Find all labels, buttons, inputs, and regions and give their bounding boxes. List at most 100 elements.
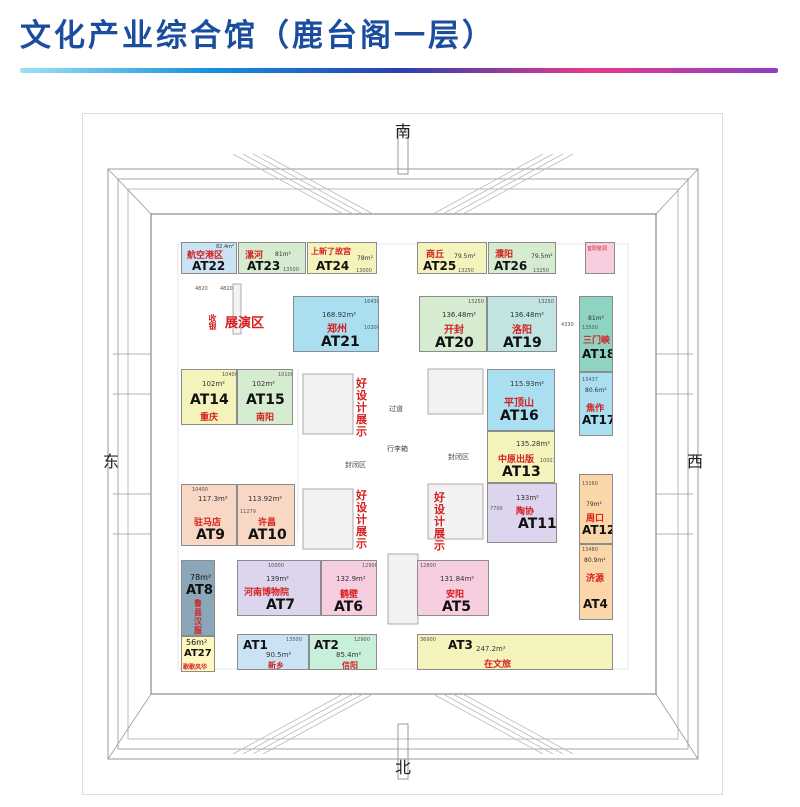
booth-at4-dim-a: 13480 [582, 547, 598, 553]
booth-at27-code: AT27 [184, 648, 212, 659]
booth-at19[interactable]: 136.48m² 洛阳 AT19 13250 [487, 296, 557, 352]
booth-at26-name: 濮阳 [495, 250, 514, 260]
booth-at26-area: 79.5m² [531, 253, 553, 260]
plan-outline [107, 128, 699, 780]
booth-at19-name: 洛阳 [512, 325, 532, 336]
booth-at3[interactable]: AT3 247.2m² 在文旅 36900 [417, 634, 613, 670]
booth-at25-name: 商丘 [426, 250, 445, 260]
booth-at11-code: AT11 [518, 516, 557, 532]
top-right-tag-booth[interactable]: 宜阳窑洞 [585, 242, 615, 274]
booth-at16-area: 115.93m² [510, 380, 545, 388]
booth-at13-code: AT13 [502, 464, 541, 480]
booth-at23-area: 81m² [275, 251, 291, 258]
booth-at11[interactable]: 133m² 陶协 AT11 7700 [487, 483, 557, 543]
booth-at13-name: 中原出版 [498, 455, 535, 465]
booth-at18[interactable]: 81m² 三门峡 AT18 13500 [579, 296, 613, 372]
cashier-label: 收银 [208, 314, 217, 330]
booth-at7[interactable]: 139m² 河南博物院 AT7 10000 [237, 560, 321, 616]
booth-at27[interactable]: 56m² AT27 歌歌风华 [181, 636, 215, 672]
booth-at24-code: AT24 [316, 259, 350, 273]
booth-at17-area: 80.6m² [585, 387, 607, 394]
booth-at7-dim-a: 10000 [268, 563, 284, 569]
booth-at9[interactable]: 117.3m² 驻马店 AT9 10400 [181, 484, 237, 546]
booth-at25-code: AT25 [423, 259, 457, 273]
booth-at8[interactable]: 78m² AT8 鲁县汉服馆 [181, 560, 215, 636]
booth-at26[interactable]: 濮阳 AT26 79.5m² 13250 [488, 242, 556, 274]
booth-at14-dim-a: 10400 [222, 372, 237, 378]
booth-at15-area: 102m² [252, 380, 275, 388]
booth-at4[interactable]: 80.9m² 济源 AT4 13480 [579, 544, 613, 620]
booth-at2-area: 85.4m² [336, 651, 362, 659]
booth-at18-area: 81m² [588, 315, 604, 322]
stage-dim-1: 4820 [195, 286, 208, 292]
title-underline [20, 68, 778, 73]
booth-at20-code: AT20 [435, 335, 474, 351]
compass-east: 东 [103, 452, 120, 471]
center-label: 行李箱 [387, 445, 408, 453]
booth-at6-name: 鹤壁 [340, 590, 359, 600]
booth-at5[interactable]: 131.84m² 安阳 AT5 12800 [417, 560, 489, 616]
booth-at14[interactable]: 102m² AT14 重庆 10400 [181, 369, 237, 425]
floor-plan: 南 北 东 西 航空港区 AT22 82.4m² 漯河 AT23 81m² 13… [82, 113, 723, 795]
booth-at17-code: AT17 [582, 413, 613, 427]
booth-at2-dim-a: 12900 [354, 637, 370, 643]
booth-at22-name: 航空港区 [187, 251, 224, 261]
booth-at6-dim-a: 12900 [362, 563, 377, 569]
booth-at15[interactable]: 102m² AT15 南阳 10100 [237, 369, 293, 425]
booth-at16[interactable]: 115.93m² 平顶山 AT16 [487, 369, 555, 431]
booth-at5-dim-a: 12800 [420, 563, 436, 569]
booth-at18-dim-a: 13500 [582, 325, 598, 331]
booth-at26-code: AT26 [494, 259, 528, 273]
booth-at20-area: 136.48m² [442, 311, 477, 319]
compass-north: 北 [395, 758, 412, 777]
booth-at21-code: AT21 [321, 334, 360, 350]
booth-at1-name: 新乡 [268, 661, 284, 670]
booth-at22-code: AT22 [192, 259, 226, 273]
booth-at5-code: AT5 [442, 599, 472, 615]
booth-at11-area: 133m² [516, 494, 539, 502]
booth-at9-code: AT9 [196, 527, 226, 543]
corridor-right-label: 封闭区 [448, 453, 469, 461]
booth-at4-area: 80.9m² [584, 557, 606, 564]
booth-at22[interactable]: 航空港区 AT22 82.4m² [181, 242, 237, 274]
booth-at10-area: 113.92m² [248, 495, 283, 503]
booth-at20[interactable]: 136.48m² 开封 AT20 13250 [419, 296, 487, 352]
booth-at27-area: 56m² [186, 638, 208, 647]
booth-at13[interactable]: 135.28m² 中原出版 AT13 10021 [487, 431, 555, 483]
booth-at10[interactable]: 113.92m² 许昌 AT10 11279 [237, 484, 295, 546]
booth-at5-name: 安阳 [446, 590, 465, 600]
booth-at25-area: 79.5m² [454, 253, 476, 260]
booth-at19-dim-a: 13250 [538, 299, 554, 305]
booth-at7-code: AT7 [266, 597, 296, 613]
booth-at12-area: 79m² [586, 501, 602, 508]
booth-at17[interactable]: 80.6m² 焦作 AT17 13437 [579, 372, 613, 436]
booth-at9-area: 117.3m² [198, 495, 228, 503]
booth-at18-code: AT18 [582, 347, 613, 361]
booth-at15-code: AT15 [246, 392, 285, 408]
booth-at6[interactable]: 132.9m² 鹤壁 AT6 12900 [321, 560, 377, 616]
booth-at12[interactable]: 79m² 周口 AT12 13160 [579, 474, 613, 544]
booth-at21-dim-a: 16430 [364, 299, 379, 305]
booth-at3-code: AT3 [448, 638, 473, 652]
booth-at9-dim-a: 10400 [192, 487, 208, 493]
booth-at13-area: 135.28m² [516, 440, 551, 448]
booth-at25[interactable]: 商丘 AT25 79.5m² 13250 [417, 242, 487, 274]
booth-at23-name: 漯河 [245, 251, 264, 261]
compass-south: 南 [395, 122, 412, 141]
booth-at19-code: AT19 [503, 335, 542, 351]
stage-dim-2: 4820 [220, 286, 233, 292]
booth-at1[interactable]: AT1 90.5m² 新乡 13500 [237, 634, 309, 670]
booth-at12-dim-a: 13160 [582, 481, 598, 487]
booth-at21[interactable]: 168.92m² 郑州 AT21 16430 10300 [293, 296, 379, 352]
booth-at3-dim-a: 36900 [420, 637, 436, 643]
booth-at2[interactable]: AT2 85.4m² 信阳 12900 [309, 634, 377, 670]
booth-at23[interactable]: 漯河 AT23 81m² 13500 [238, 242, 306, 274]
booth-at15-dim-a: 10100 [278, 372, 293, 378]
booth-at17-name: 焦作 [586, 404, 605, 414]
booth-at12-code: AT12 [582, 523, 613, 537]
booth-at26-dim: 13250 [533, 268, 549, 274]
booth-at14-area: 102m² [202, 380, 225, 388]
booth-at19-area: 136.48m² [510, 311, 545, 319]
booth-at20-dim-a: 13250 [468, 299, 484, 305]
booth-at24[interactable]: 上新了故宫 AT24 78m² 13000 [307, 242, 377, 274]
